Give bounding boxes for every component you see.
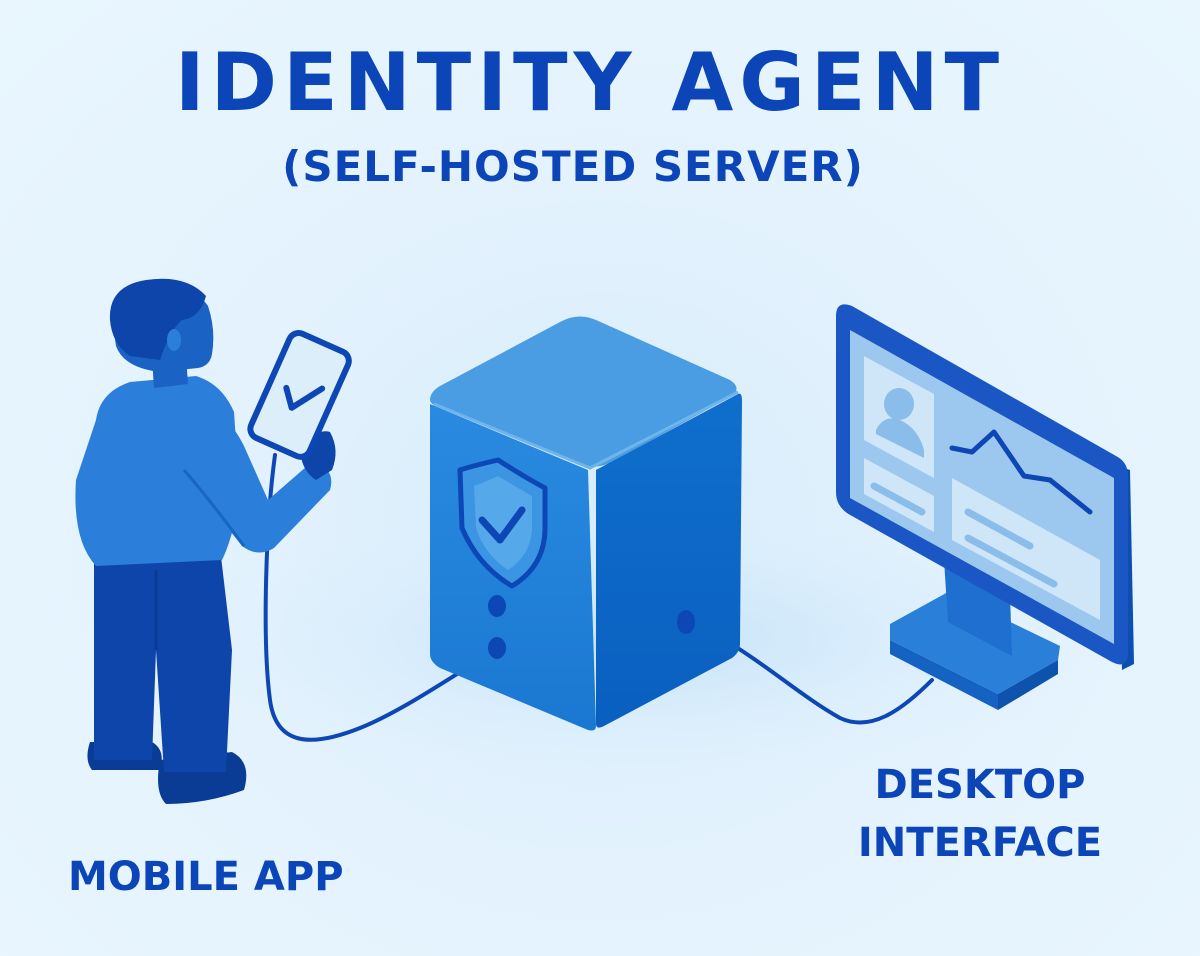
page-title: IDENTITY AGENT <box>174 36 1006 129</box>
server-port-dot <box>488 595 506 617</box>
desktop-interface-label: DESKTOP INTERFACE <box>840 756 1120 872</box>
desktop-monitor-icon <box>836 304 1134 710</box>
line-graph-icon <box>949 429 1093 515</box>
desktop-label-line1: DESKTOP <box>874 762 1086 808</box>
phone-check-icon <box>247 330 352 460</box>
server-port-left <box>488 637 506 659</box>
shield-check-icon <box>457 457 548 589</box>
mobile-app-label: MOBILE APP <box>68 854 344 900</box>
desktop-label-line2: INTERFACE <box>857 820 1103 866</box>
server-port-right <box>677 610 695 634</box>
cable-mobile <box>263 453 494 742</box>
user-profile-icon <box>876 388 924 458</box>
person-icon <box>75 278 336 804</box>
page-subtitle: (SELF-HOSTED SERVER) <box>282 142 864 191</box>
